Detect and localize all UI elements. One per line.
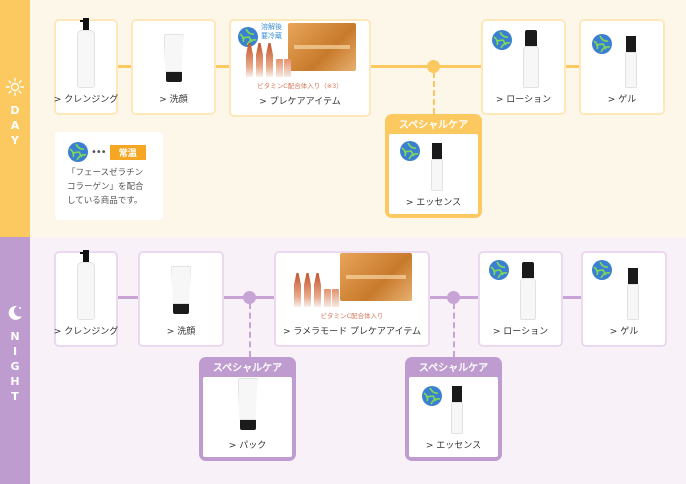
day-letter: A — [10, 119, 20, 132]
sun-icon — [5, 77, 25, 97]
step-label[interactable]: > クレンジング — [53, 327, 119, 337]
vitamin-c-note: ビタミンC配合体入り（※3） — [257, 82, 343, 90]
day-connector — [565, 65, 580, 68]
night-sidebar: N I G H T — [0, 237, 30, 484]
cleansing-bottle-image — [75, 18, 97, 88]
night-branch-dot — [243, 291, 256, 304]
step-label[interactable]: > ラメラモード プレケアアイテム — [282, 327, 422, 337]
night-step-precare[interactable]: ビタミンC配合体入り > ラメラモード プレケアアイテム — [274, 251, 430, 347]
night-branch-line — [249, 303, 251, 357]
step-label[interactable]: > ローション — [495, 95, 552, 105]
night-connector — [562, 296, 582, 299]
step-label[interactable]: > ゲル — [609, 327, 639, 337]
night-step-face-wash[interactable]: > 洗顔 — [138, 251, 224, 347]
step-label[interactable]: > プレケアアイテム — [259, 97, 341, 107]
vitamin-c-note: ビタミンC配合体入り — [320, 312, 384, 320]
day-connector — [117, 65, 133, 68]
night-letter: T — [11, 390, 19, 403]
special-care-title: スペシャルケア — [398, 120, 469, 131]
collagen-molecule-icon — [592, 260, 612, 280]
day-connector — [370, 65, 482, 68]
special-care-title: スペシャルケア — [418, 363, 489, 374]
collagen-molecule-icon — [592, 34, 612, 54]
precare-kit-image — [292, 253, 412, 307]
night-step-lotion[interactable]: > ローション — [478, 251, 563, 347]
step-label[interactable]: > エッセンス — [405, 198, 462, 208]
refrigerate-note: 溶解後 要冷蔵 — [261, 23, 282, 40]
night-step-cleansing[interactable]: > クレンジング — [53, 250, 119, 347]
precare-kit-image — [244, 23, 356, 77]
night-branch-line — [453, 303, 455, 357]
room-temperature-badge: 常温 — [109, 144, 146, 160]
night-connector — [117, 296, 139, 299]
collagen-legend: ••• 常温 「フェースゼラチン コラーゲン」を配合 している商品です。 — [55, 132, 163, 220]
day-letter: Y — [11, 134, 19, 147]
step-label[interactable]: > クレンジング — [53, 95, 119, 105]
collagen-molecule-icon — [238, 27, 258, 47]
step-label[interactable]: > エッセンス — [425, 441, 482, 451]
night-letter: H — [10, 375, 20, 388]
night-special-care-pack[interactable]: スペシャルケア > パック — [199, 357, 296, 461]
day-connector — [215, 65, 231, 68]
step-label[interactable]: > ローション — [492, 327, 549, 337]
face-wash-tube-image — [171, 266, 191, 314]
legend-ellipsis: ••• — [91, 146, 107, 158]
day-special-care[interactable]: スペシャルケア > エッセンス — [385, 114, 482, 218]
lotion-bottle-image — [519, 262, 536, 320]
step-label[interactable]: > 洗顔 — [166, 327, 196, 337]
night-letter: G — [10, 360, 20, 373]
night-letter: I — [12, 345, 18, 358]
essence-bottle-image — [450, 386, 463, 434]
gel-bottle-image — [625, 36, 637, 88]
night-special-care-essence[interactable]: スペシャルケア > エッセンス — [405, 357, 502, 461]
day-branch-dot — [427, 60, 440, 73]
collagen-molecule-icon — [400, 141, 420, 161]
cleansing-bottle-image — [75, 250, 97, 320]
legend-description: 「フェースゼラチン コラーゲン」を配合 している商品です。 — [67, 168, 144, 206]
collagen-molecule-icon — [492, 30, 512, 50]
night-step-gel[interactable]: > ゲル — [581, 251, 667, 347]
day-step-precare[interactable]: 溶解後 要冷蔵 ビタミンC配合体入り（※3） > プレケアアイテム — [229, 19, 371, 117]
face-wash-tube-image — [163, 34, 184, 82]
night-letter: N — [10, 330, 20, 343]
collagen-molecule-icon — [489, 260, 509, 280]
lotion-bottle-image — [522, 30, 539, 88]
day-step-cleansing[interactable]: > クレンジング — [53, 18, 119, 115]
collagen-molecule-icon — [68, 142, 88, 162]
day-section: D A Y > クレンジング > 洗顔 溶解後 要冷蔵 — [0, 0, 686, 237]
day-step-face-wash[interactable]: > 洗顔 — [131, 19, 216, 115]
essence-bottle-image — [430, 143, 443, 191]
day-letter: D — [10, 104, 20, 117]
moon-icon — [8, 305, 22, 320]
step-label[interactable]: > ゲル — [607, 95, 637, 105]
collagen-molecule-icon — [422, 386, 442, 406]
night-branch-dot — [447, 291, 460, 304]
day-step-gel[interactable]: > ゲル — [579, 19, 665, 115]
gel-bottle-image — [627, 268, 639, 320]
step-label[interactable]: > パック — [228, 441, 267, 451]
day-branch-line — [433, 72, 435, 114]
step-label[interactable]: > 洗顔 — [159, 95, 188, 105]
day-step-lotion[interactable]: > ローション — [481, 19, 566, 115]
special-care-title: スペシャルケア — [212, 363, 283, 374]
pack-tube-image — [237, 378, 258, 430]
night-section: N I G H T > クレンジング > 洗顔 ビタミンC — [0, 237, 686, 484]
day-sidebar: D A Y — [0, 0, 30, 237]
